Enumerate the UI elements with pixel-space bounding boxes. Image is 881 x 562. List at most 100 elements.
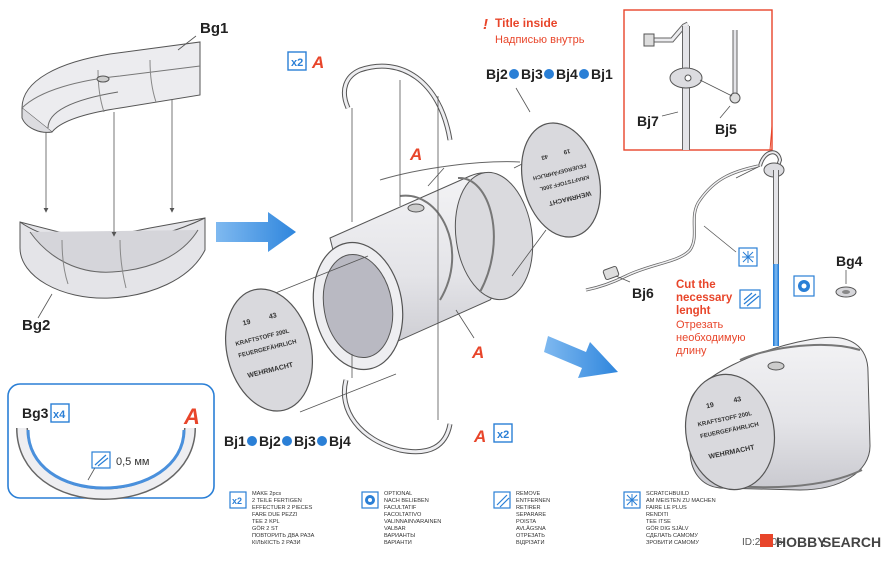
- legend-scratch-l0: SCRATCHBUILD: [646, 491, 689, 497]
- finished-drum: 19 43 KRAFTSTOFF 200L FEUERGEFÄHRLICH WE…: [684, 336, 871, 491]
- legend-item-optional: OPTIONAL NACH BELIEBEN FACULTATIF FACOLT…: [361, 491, 441, 546]
- optional-icon: [247, 436, 257, 446]
- label-bj1-bottom: Bj1: [224, 433, 246, 449]
- cut-ru-3: длину: [676, 345, 707, 357]
- optional-icon-bg4: [793, 275, 815, 297]
- legend-item-x2: x2 MAKE 2pcs 2 TEILE FERTIGEN EFFECTUER …: [229, 491, 315, 546]
- optional-icon: [579, 69, 589, 79]
- legend-scratch-l6: СДЕЛАТЬ САМОМУ: [646, 533, 698, 539]
- detail-leader: [769, 125, 773, 151]
- remove-icon-cut: [739, 289, 761, 309]
- pump-assembly: [585, 150, 785, 346]
- legend-x2-l3: FARE DUE PEZZI: [252, 512, 298, 518]
- lid-front-year: 43: [268, 312, 277, 321]
- legend: x2 MAKE 2pcs 2 TEILE FERTIGEN EFFECTUER …: [229, 491, 716, 546]
- optional-icon: [317, 436, 327, 446]
- step-arrow-1: [216, 212, 296, 252]
- label-bj3-bottom: Bj3: [294, 433, 316, 449]
- label-bj7: Bj7: [637, 113, 659, 129]
- cut-ru-1: Отрезать: [676, 319, 724, 331]
- bg3-inset-box: [7, 383, 215, 501]
- lid-rear-year: 43: [540, 153, 549, 161]
- remove-icon: [496, 494, 510, 508]
- legend-optional-l2: FACULTATIF: [384, 505, 417, 511]
- legend-scratch-l5: GÖR DIG SJÄLV: [646, 525, 689, 532]
- legend-scratch-l2: FAIRE LE PLUS: [646, 505, 687, 511]
- label-bj1-top: Bj1: [591, 66, 613, 82]
- x2-badge-top: x2: [287, 51, 307, 71]
- drum-lid-year: 43: [733, 396, 742, 404]
- legend-remove-l6: ОТРЕЗАТЬ: [516, 533, 545, 539]
- bg4-cap-hole: [842, 290, 850, 294]
- cut-en-2: necessary: [676, 292, 733, 304]
- remove-icon-inset: [91, 451, 111, 469]
- legend-x2-l2: EFFECTUER 2 PIECES: [252, 505, 313, 511]
- lid-part-numbers-bottom: Bj1 Bj2 Bj3 Bj4: [224, 433, 351, 449]
- step2-guide-lines: [267, 80, 555, 420]
- legend-remove-l4: POISTA: [516, 519, 536, 525]
- cut-en-1: Cut the: [676, 279, 716, 291]
- watermark: ID:22106 HOBBY SEARCH: [742, 534, 881, 550]
- legend-x2-l7: КІЛЬКІСТЬ 2 РАЗИ: [252, 540, 301, 546]
- label-bg2: Bg2: [22, 317, 50, 334]
- exclaim-mark: !: [483, 16, 488, 33]
- label-bj4-bottom: Bj4: [329, 433, 351, 449]
- legend-x2-l4: TEE 2 KPL: [252, 519, 280, 525]
- label-bj6: Bj6: [632, 285, 654, 301]
- legend-optional-l0: OPTIONAL: [384, 491, 412, 497]
- step1-guide-lines: [37, 35, 197, 319]
- label-bj2-bottom: Bj2: [259, 433, 281, 449]
- x2-badge-top-text: x2: [291, 57, 303, 69]
- legend-remove-l2: RETIRER: [516, 505, 541, 511]
- bj-lid-front: 19 43 KRAFTSTOFF 200L FEUERGEFÄHRLICH WE…: [224, 288, 314, 412]
- label-bg3: Bg3: [22, 405, 49, 421]
- cut-ru-2: необходимую: [676, 332, 746, 344]
- title-inside-en: Title inside: [495, 16, 558, 30]
- pump-detail-box: [623, 9, 773, 151]
- lid-rear-num: 19: [562, 147, 571, 155]
- optional-icon: [544, 69, 554, 79]
- legend-item-scratch: SCRATCHBUILD AM MEISTEN ZU MACHEN FAIRE …: [623, 491, 716, 546]
- scratchbuild-icon: [626, 494, 638, 506]
- cut-en-3: lenght: [676, 305, 711, 317]
- optional-icon: [509, 69, 519, 79]
- legend-optional-l5: VALBAR: [384, 526, 406, 532]
- lower-rim-ring: [342, 379, 453, 455]
- x4-badge: x4: [50, 403, 70, 423]
- bg2-bottom-half-shell: [19, 217, 206, 299]
- callout-a-lower: A: [471, 343, 484, 362]
- legend-remove-l0: REMOVE: [516, 491, 541, 497]
- legend-scratch-l3: RENDITI: [646, 512, 669, 518]
- bj-lid-rear: WEHRMACHT KRAFTSTOFF 200L FEUERGEFÄHRLIC…: [520, 122, 602, 238]
- label-bj3-top: Bj3: [521, 66, 543, 82]
- callout-a-upper: A: [409, 145, 422, 164]
- legend-scratch-l7: ЗРОБИТИ САМОМУ: [646, 540, 699, 546]
- label-bg4: Bg4: [836, 253, 863, 269]
- callout-a-top-ring: A: [311, 53, 324, 72]
- bg1-top-half-shell: [21, 41, 201, 133]
- watermark-brand-b: SEARCH: [822, 534, 881, 550]
- legend-remove-l1: ENTFERNEN: [516, 498, 550, 504]
- legend-optional-l4: VALINNAINVARAINEN: [384, 519, 441, 525]
- x2-badge-bottom: x2: [493, 423, 513, 443]
- label-bg1: Bg1: [200, 20, 228, 37]
- label-bj5: Bj5: [715, 121, 737, 137]
- legend-optional-l6: ВАРИАНТЫ: [384, 533, 415, 539]
- legend-x2-l6: ПОВТОРИТЬ ДВА РАЗА: [252, 533, 315, 539]
- legend-item-remove: REMOVE ENTFERNEN RETIRER SEPARARE POISTA…: [493, 491, 550, 546]
- legend-x2-l0: MAKE 2pcs: [252, 491, 281, 497]
- legend-remove-l5: AVLÄGSNA: [516, 525, 546, 532]
- legend-optional-l3: FACOLTATIVO: [384, 512, 422, 518]
- legend-scratch-l4: TEE ITSE: [646, 519, 671, 525]
- legend-remove-l3: SEPARARE: [516, 512, 546, 518]
- legend-scratch-l1: AM MEISTEN ZU MACHEN: [646, 498, 716, 504]
- drum-body: [312, 161, 534, 371]
- x4-badge-text: x4: [53, 409, 66, 421]
- optional-icon: [282, 436, 292, 446]
- label-bj4-top: Bj4: [556, 66, 578, 82]
- label-bj2-top: Bj2: [486, 66, 508, 82]
- svg-text:x2: x2: [232, 496, 242, 506]
- upper-rim-ring: [342, 63, 453, 141]
- drum-lid-num: 19: [706, 402, 715, 410]
